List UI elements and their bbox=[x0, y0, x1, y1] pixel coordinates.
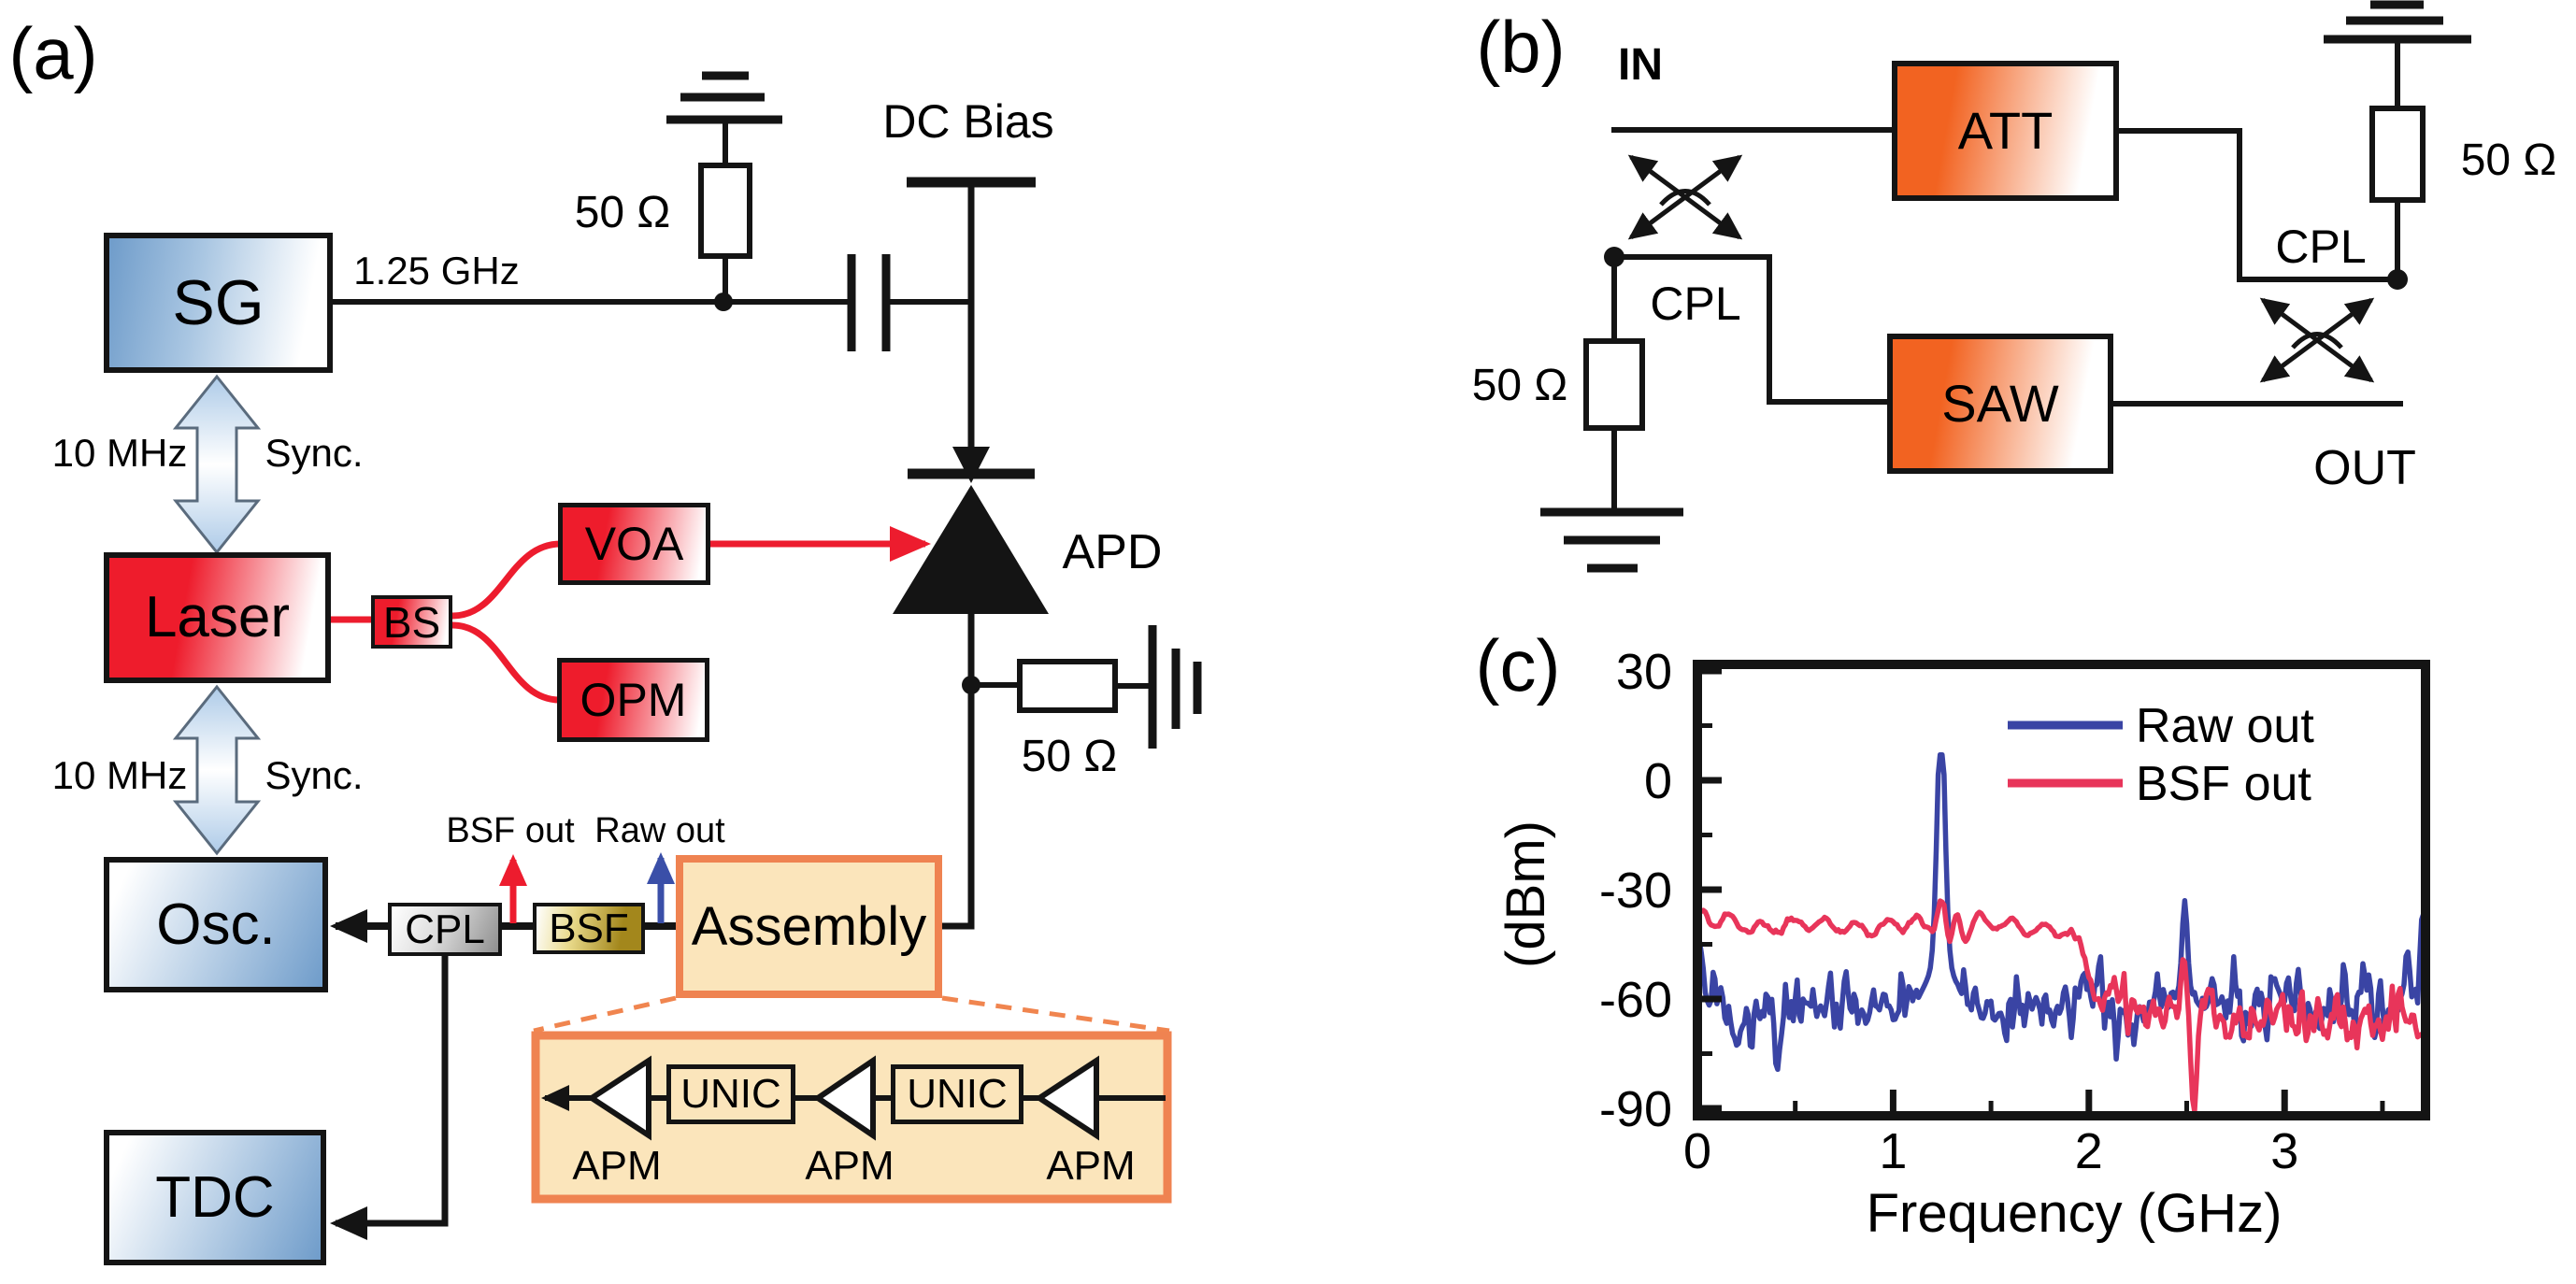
ground-symbol-apd bbox=[1148, 625, 1202, 749]
osc-box: Osc. bbox=[104, 857, 328, 992]
sync-arrow-bottom bbox=[172, 684, 262, 856]
x-tick-label: 2 bbox=[2075, 1123, 2103, 1179]
wire-apd-assembly bbox=[942, 614, 975, 930]
voa-box: VOA bbox=[558, 503, 710, 585]
sync-bottom-label: Sync. bbox=[265, 753, 364, 797]
bsf-out-label: BSF out bbox=[446, 811, 575, 850]
assembly-box: Assembly bbox=[676, 855, 942, 998]
dc-bias-label: DC Bias bbox=[882, 95, 1054, 148]
legend-label-2: BSF out bbox=[2136, 757, 2311, 811]
wire-cpl-saw bbox=[1614, 254, 1887, 405]
amplifier-triangles bbox=[586, 1055, 1099, 1141]
fiber-bs-voa bbox=[451, 540, 562, 620]
resistor-apd-label: 50 Ω bbox=[1021, 732, 1118, 781]
sync-top-label: Sync. bbox=[265, 431, 364, 475]
sync-arrows bbox=[172, 374, 262, 856]
apm-label-2: APM bbox=[805, 1143, 894, 1189]
chart-frame bbox=[1693, 660, 2430, 1120]
bs-box: BS bbox=[371, 595, 452, 649]
panel-a-circuit bbox=[172, 71, 1202, 1240]
trace-bsf-out bbox=[1697, 898, 2426, 1114]
raw-out-label: Raw out bbox=[594, 811, 725, 850]
x-tick-label: 3 bbox=[2270, 1123, 2298, 1179]
apm-label-1: APM bbox=[572, 1143, 662, 1189]
wire-cpl-tdc bbox=[330, 956, 449, 1240]
out-label: OUT bbox=[2313, 441, 2416, 495]
assembly-zoom-dashes bbox=[533, 995, 1170, 1034]
y-tick-label: 30 bbox=[1616, 644, 1672, 700]
y-tick-label: -60 bbox=[1599, 972, 1672, 1028]
amp-triangle-1 bbox=[586, 1055, 651, 1141]
y-tick-label: -90 bbox=[1599, 1081, 1672, 1137]
ground-symbol-b-right bbox=[2324, 0, 2471, 44]
panel-a-label: (a) bbox=[8, 12, 98, 94]
panel-c-label: (c) bbox=[1475, 624, 1561, 706]
resistor-top-label: 50 Ω bbox=[574, 188, 671, 237]
coupling-cross-left bbox=[1627, 154, 1743, 240]
sg-box: SG bbox=[104, 233, 333, 373]
x-axis-label: Frequency (GHz) bbox=[1867, 1183, 2283, 1244]
panel-b-circuit bbox=[1540, 0, 2471, 573]
att-box: ATT bbox=[1892, 61, 2119, 201]
resistor-50ohm-apd bbox=[971, 659, 1152, 713]
coupling-cross-right bbox=[2259, 297, 2375, 383]
optical-fibers bbox=[331, 526, 931, 704]
y-tick-label: 0 bbox=[1644, 753, 1672, 809]
legend-label-1: Raw out bbox=[2136, 699, 2314, 753]
apd-diode bbox=[893, 468, 1049, 614]
x-tick-label: 1 bbox=[1879, 1123, 1907, 1179]
opm-box: OPM bbox=[557, 658, 709, 742]
fiber-bs-opm bbox=[451, 621, 561, 704]
dc-bias-symbol bbox=[907, 177, 1036, 483]
mhz-bottom-label: 10 MHz bbox=[51, 753, 188, 797]
x-tick-label: 0 bbox=[1683, 1123, 1711, 1179]
apd-label: APD bbox=[1062, 525, 1163, 579]
saw-box: SAW bbox=[1887, 334, 2113, 474]
cpl-right-label: CPL bbox=[2275, 221, 2367, 273]
wire-att-cpl bbox=[2119, 128, 2397, 282]
resistor-50ohm-b-right bbox=[2369, 39, 2426, 279]
y-tick-label: -30 bbox=[1599, 863, 1672, 919]
resistor-b-left-label: 50 Ω bbox=[1471, 361, 1568, 410]
capacitor bbox=[847, 254, 891, 351]
resistor-b-right-label: 50 Ω bbox=[2460, 136, 2557, 185]
amp-triangle-2 bbox=[812, 1055, 876, 1141]
panel-b-label: (b) bbox=[1476, 6, 1566, 88]
in-label: IN bbox=[1618, 40, 1663, 90]
cpl-left-label: CPL bbox=[1650, 278, 1741, 330]
ground-symbol-top bbox=[666, 71, 782, 124]
sync-arrow-top bbox=[172, 374, 262, 555]
resistor-50ohm-top bbox=[698, 120, 752, 302]
bsf-box: BSF bbox=[533, 903, 645, 954]
assembly-detail-internals bbox=[541, 1055, 1166, 1141]
mhz-top-label: 10 MHz bbox=[51, 431, 188, 475]
unic-box-1: UNIC bbox=[666, 1064, 795, 1124]
y-axis-label: (dBm) bbox=[1496, 820, 1556, 968]
resistor-50ohm-b-left bbox=[1583, 257, 1645, 512]
ground-symbol-b-left bbox=[1540, 507, 1683, 573]
tdc-box: TDC bbox=[104, 1130, 326, 1265]
freq-label: 1.25 GHz bbox=[353, 249, 520, 292]
cpl-box: CPL bbox=[388, 903, 502, 956]
laser-box: Laser bbox=[104, 552, 331, 683]
amp-triangle-3 bbox=[1034, 1055, 1099, 1141]
apm-label-3: APM bbox=[1046, 1143, 1136, 1189]
unic-box-2: UNIC bbox=[891, 1064, 1023, 1124]
